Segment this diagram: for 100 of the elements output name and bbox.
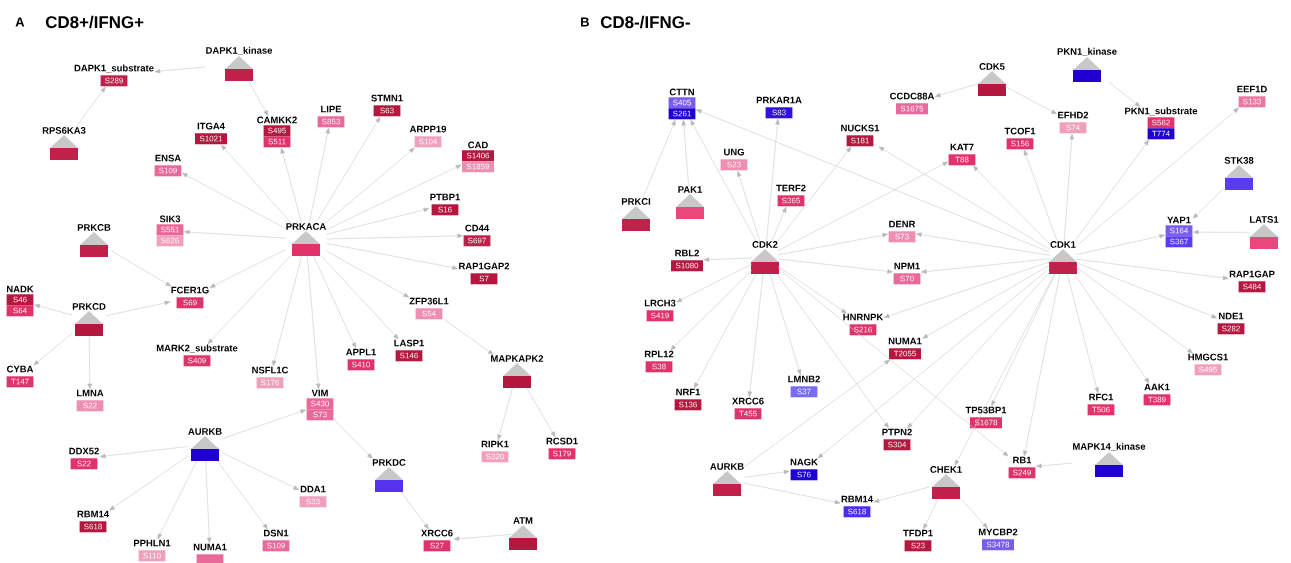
gene-label: RB1 [1013,456,1032,464]
gene-label: YAP1 [1167,216,1191,224]
arrow [873,486,931,503]
arrow [1023,273,1061,457]
arrow [973,165,1051,245]
arrow [221,144,292,224]
arrow [1075,266,1193,354]
arrow [157,460,198,540]
gene-label: HNRNPK [843,313,884,321]
arrow [747,273,764,397]
arrow [777,258,893,274]
gene-label: PRKCD [72,303,106,310]
arrow [694,273,757,389]
arrow [670,269,753,351]
arrow [703,257,753,262]
gene-label: TERF2 [776,184,806,192]
gene-label: VIM [311,389,328,397]
gene-label: PRKCB [77,224,111,231]
arrow [777,266,847,314]
gene-label: ENSA [155,154,181,162]
gene-label: RBL2 [675,249,699,257]
gene-label: AAK1 [1144,383,1170,391]
arrow [248,80,269,116]
gene-label: DDA1 [300,485,326,493]
arrow [1074,273,1150,384]
gene-label: LIPE [321,105,342,113]
arrow [1023,150,1058,242]
arrow [935,83,980,98]
arrow [109,456,188,511]
panel-letter: B [581,17,589,27]
arrow [205,460,212,544]
gene-label: RBM14 [77,510,109,518]
gene-label: PTPN2 [882,428,912,436]
arrow [777,233,888,256]
gene-label: RFC1 [1089,393,1114,401]
arrow [182,172,286,229]
arrow [87,335,92,390]
gene-label: LMNA [77,389,104,397]
arrow [690,119,757,242]
arrow [453,534,514,541]
gene-label: MAPK14_kinase [1073,442,1146,451]
arrow [681,120,689,187]
arrow [954,273,1055,466]
gene-label: CHEK1 [930,466,962,473]
arrow [326,207,430,235]
gene-label: NADK [7,285,34,293]
arrow [326,250,409,298]
arrow [1193,229,1250,235]
arrow [744,482,841,505]
arrow [1004,86,1057,115]
gene-label: CCDC88A [890,92,935,100]
arrow [326,233,463,240]
arrow [154,66,206,74]
gene-label: NDE1 [1219,312,1244,320]
gene-label: NAGK [790,458,818,466]
arrow [222,452,299,490]
gene-label: MYCBP2 [978,528,1018,536]
gene-label: RBM14 [841,495,873,503]
gene-label: CDK2 [752,241,778,248]
arrow [444,319,494,355]
arrow [1036,462,1073,469]
gene-label: RPS6KA3 [42,127,86,134]
arrow [110,250,172,287]
gene-label: FCER1G [171,286,209,294]
arrow [696,109,1051,253]
arrow [321,255,399,340]
arrow [766,119,780,242]
gene-label: NUMA1 [193,543,227,551]
arrow [497,387,513,441]
gene-label: RAP1GAP [1229,270,1275,278]
gene-label: CTTN [669,88,694,96]
gene-label: PRKCI [621,198,651,205]
gene-label: PTBP1 [430,193,460,201]
gene-label: ATM [513,517,533,524]
arrow [33,333,73,366]
gene-label: STMN1 [371,94,403,102]
arrow [75,86,106,128]
gene-label: PKN1_kinase [1057,47,1117,56]
arrow [526,387,556,438]
arrow [280,148,302,224]
gene-label: ARPP19 [409,125,447,133]
arrow [642,120,676,199]
gene-label: SIK3 [159,215,181,223]
gene-label: MAPKAPK2 [491,355,544,362]
arrow [209,249,286,288]
gene-label: DENR [889,220,916,228]
arrow [34,304,73,316]
panel-title: CD8+/IFNG+ [45,15,144,29]
gene-label: PRKACA [286,223,326,230]
arrow [776,273,889,429]
arrow [1075,234,1165,255]
gene-label: PAK1 [678,186,702,193]
arrow [184,229,286,239]
gene-label: NUCKS1 [841,124,880,132]
gene-label: EFHD2 [1058,111,1089,119]
gene-label: STK38 [1224,157,1254,164]
gene-label: TFDP1 [903,529,933,537]
gene-label: RCSD1 [546,437,578,445]
gene-label: XRCC6 [421,529,453,537]
gene-label: ITGA4 [197,122,225,130]
